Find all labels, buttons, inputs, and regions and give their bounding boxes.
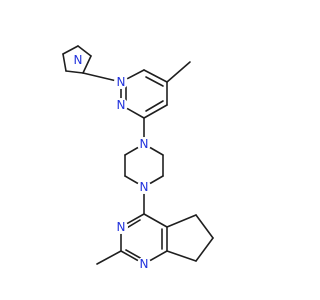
bond [143, 213, 168, 228]
atom-n-piperazine-top: N [140, 137, 149, 151]
bond [125, 249, 143, 260]
atom-n-pyrimidine-upper-left: N [117, 75, 126, 89]
molecule-structure: N N N N N N N [62, 45, 214, 271]
bond [166, 61, 191, 83]
bond [145, 76, 164, 87]
bond [195, 237, 214, 262]
bond [166, 214, 197, 228]
bond [62, 45, 79, 55]
bond [82, 55, 92, 74]
bond [143, 69, 168, 83]
bond [145, 100, 164, 112]
bond [65, 70, 84, 74]
bond [195, 214, 214, 239]
atom-n-pyrimidine-upper-right: N [117, 98, 126, 112]
atom-n-pyrimidine-lower-left: N [117, 220, 126, 234]
bond [166, 250, 197, 262]
atom-n-pyrimidine-lower-bottom: N [140, 257, 149, 271]
bonds [62, 45, 214, 265]
atom-labels: N N N N N N N [71, 53, 151, 271]
bond [96, 250, 122, 265]
atom-n-pyrrolidine: N [74, 53, 83, 67]
atom-n-piperazine-bottom: N [140, 180, 149, 194]
bond [143, 104, 168, 119]
bond [62, 53, 67, 72]
bond [77, 45, 92, 57]
